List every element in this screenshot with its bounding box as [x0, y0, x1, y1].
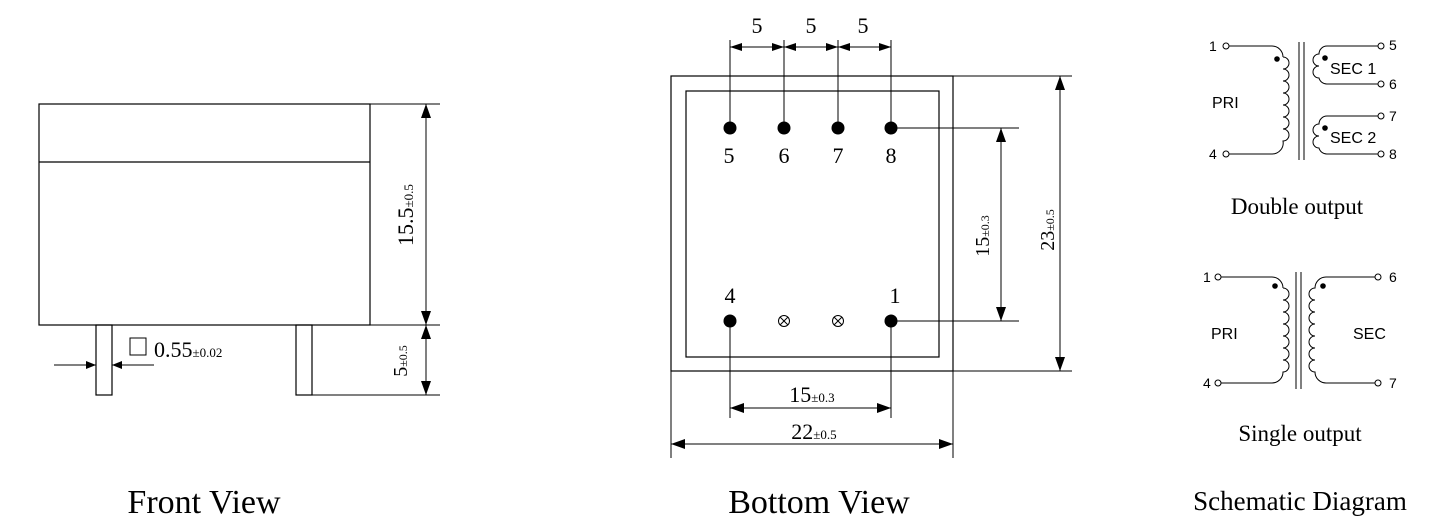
pin-label-8: 8 — [886, 143, 897, 168]
height-dimension-label: 15.5±0.5 — [393, 184, 418, 246]
single-pin6-label: 6 — [1389, 269, 1397, 285]
front-pin-right — [295, 324, 313, 396]
double-pin7-terminal — [1377, 112, 1385, 120]
front-view-title: Front View — [127, 484, 281, 521]
single-pin7-terminal — [1374, 379, 1382, 387]
bottom-view-title: Bottom View — [728, 484, 910, 521]
double-pri-label: PRI — [1212, 95, 1239, 112]
empty-pin-position-3 — [832, 315, 844, 327]
double-pin1-label: 1 — [1209, 38, 1217, 54]
pin-label-4: 4 — [725, 283, 736, 308]
front-view: 0.55±0.02 15.5±0.5 5±0.5 Front View — [38, 103, 440, 521]
square-pin-symbol — [129, 337, 147, 356]
bottom-view: 5 5 5 5 6 7 8 4 1 15±0.3 — [670, 13, 1072, 521]
pin-label-7: 7 — [833, 143, 844, 168]
bottom-body-outline — [670, 75, 954, 372]
pin-7-dot — [831, 121, 845, 135]
double-output-caption: Double output — [1231, 194, 1364, 219]
double-pin5-label: 5 — [1389, 37, 1397, 53]
pin-length-dimension-label: 5±0.5 — [390, 345, 412, 377]
single-pin4-label: 4 — [1203, 375, 1211, 391]
double-pin4-label: 4 — [1209, 146, 1217, 162]
single-secondary-polarity-dot — [1320, 283, 1326, 289]
double-pin4-terminal — [1222, 150, 1230, 158]
double-pin6-terminal — [1377, 80, 1385, 88]
front-pin-left — [95, 324, 113, 396]
secondary1-winding-coil — [1312, 45, 1378, 85]
sec2-polarity-dot — [1322, 125, 1328, 131]
pitch-label-1: 5 — [752, 13, 763, 38]
primary-winding-coil — [1229, 45, 1290, 155]
double-pin1-terminal — [1222, 42, 1230, 50]
double-pin5-terminal — [1377, 42, 1385, 50]
schematic-double-output: 1 4 PRI 5 6 SEC 1 7 8 SEC 2 Double outpu… — [1209, 37, 1397, 219]
transformer-body-outline — [38, 103, 371, 326]
single-pin7-label: 7 — [1389, 375, 1397, 391]
single-pin1-terminal — [1214, 273, 1222, 281]
double-pin8-terminal — [1377, 150, 1385, 158]
pin-size-label: 0.55±0.02 — [154, 337, 222, 362]
body-width-label: 22±0.5 — [791, 419, 836, 444]
double-pin7-label: 7 — [1389, 108, 1397, 124]
double-pin6-label: 6 — [1389, 76, 1397, 92]
double-sec1-label: SEC 1 — [1330, 61, 1376, 78]
schematic-single-output: 1 4 PRI 6 7 SEC Single output — [1203, 269, 1397, 446]
sec1-polarity-dot — [1322, 55, 1328, 61]
schematic-diagram-title: Schematic Diagram — [1193, 486, 1407, 516]
pin-span-label: 15±0.3 — [789, 382, 834, 407]
single-pri-label: PRI — [1211, 326, 1238, 343]
pin-label-5: 5 — [724, 143, 735, 168]
empty-pin-position-2 — [778, 315, 790, 327]
pin-label-1: 1 — [890, 283, 901, 308]
row-spacing-label: 15±0.3 — [972, 215, 994, 257]
single-primary-polarity-dot — [1272, 283, 1278, 289]
single-pin6-terminal — [1374, 273, 1382, 281]
single-pin4-terminal — [1214, 379, 1222, 387]
single-primary-winding-coil — [1221, 276, 1290, 384]
single-pin1-label: 1 — [1203, 269, 1211, 285]
bottom-inner-outline — [685, 90, 940, 358]
double-pin8-label: 8 — [1389, 146, 1397, 162]
double-sec2-label: SEC 2 — [1330, 130, 1376, 147]
primary-polarity-dot — [1274, 56, 1280, 62]
pitch-label-3: 5 — [858, 13, 869, 38]
single-output-caption: Single output — [1238, 421, 1362, 446]
body-height-label: 23±0.5 — [1037, 209, 1059, 251]
pitch-label-2: 5 — [806, 13, 817, 38]
single-secondary-winding-coil — [1308, 276, 1375, 384]
pin-6-dot — [777, 121, 791, 135]
pin-5-dot — [723, 121, 737, 135]
single-sec-label: SEC — [1353, 326, 1386, 343]
secondary2-winding-coil — [1312, 115, 1378, 155]
pin-label-6: 6 — [779, 143, 790, 168]
